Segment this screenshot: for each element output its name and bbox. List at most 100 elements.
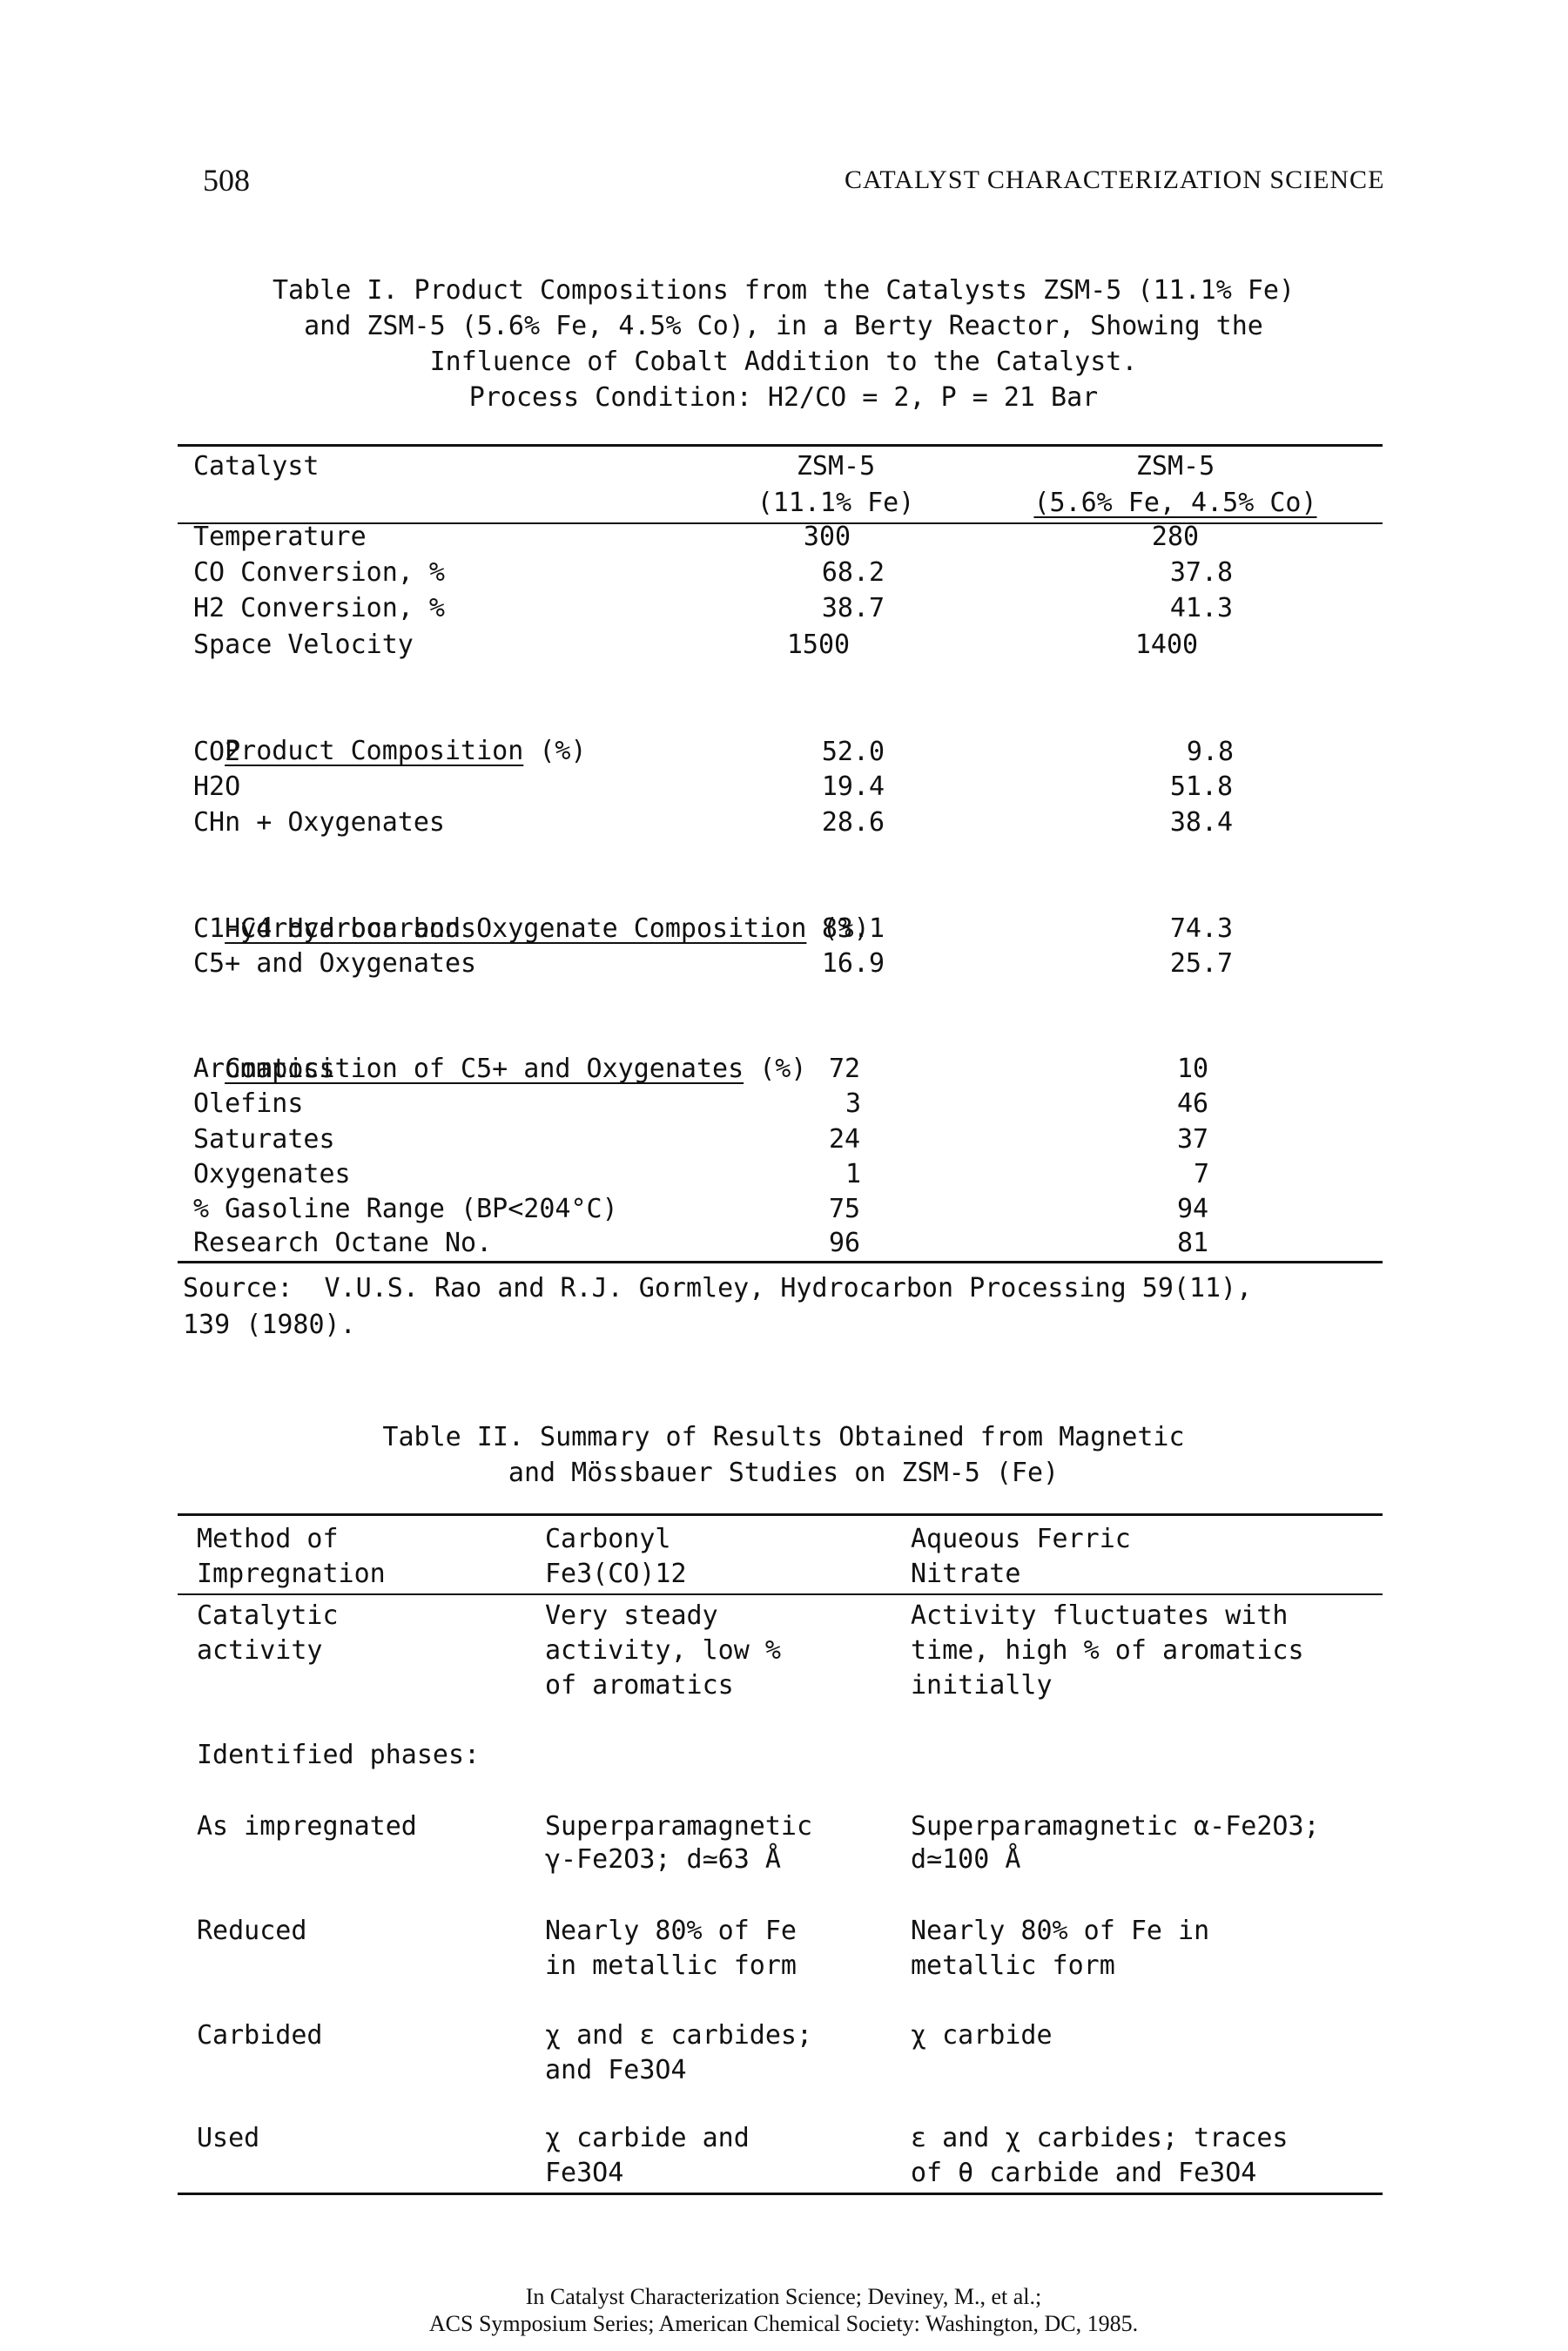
section-heading-hydrocarbon: Hydrocarbon and Oxygenate Composition (%… bbox=[193, 877, 870, 946]
nitrate-cell: of θ carbide and Fe3O4 bbox=[911, 2158, 1257, 2188]
carbonyl-cell: Superparamagnetic bbox=[545, 1811, 813, 1842]
citation-line: In Catalyst Characterization Science; De… bbox=[525, 2284, 1042, 2309]
table1-source-line: Source: V.U.S. Rao and R.J. Gormley, Hyd… bbox=[183, 1273, 1253, 1303]
row-value-feco: 74.3 bbox=[1169, 913, 1234, 944]
row-value-fe: 96 bbox=[828, 1228, 861, 1258]
nitrate-cell: Superparamagnetic α-Fe2O3; bbox=[911, 1811, 1320, 1842]
row-value-fe: 16.9 bbox=[821, 948, 885, 979]
nitrate-cell: χ carbide bbox=[911, 2020, 1053, 2051]
table1-top-rule bbox=[178, 444, 1383, 447]
table2-header-rule bbox=[178, 1593, 1383, 1595]
table2-caption-line: Table II. Summary of Results Obtained fr… bbox=[382, 1422, 1185, 1452]
table1-caption-line: Influence of Cobalt Addition to the Cata… bbox=[429, 347, 1138, 377]
row-label: H2O bbox=[193, 771, 241, 802]
row-value-fe: 28.6 bbox=[821, 807, 885, 838]
section-unit: (%) bbox=[759, 1054, 807, 1084]
row-value-fe: 68.2 bbox=[821, 557, 885, 588]
row-value-feco: 81 bbox=[1176, 1228, 1209, 1258]
row-label: Temperature bbox=[193, 522, 367, 552]
row-value-feco: 37 bbox=[1176, 1124, 1209, 1155]
nitrate-cell: Nearly 80% of Fe in bbox=[911, 1916, 1210, 1946]
running-title: CATALYST CHARACTERIZATION SCIENCE bbox=[845, 165, 1385, 194]
row-label: Catalytic bbox=[197, 1600, 339, 1631]
row-value-fe: 1500 bbox=[786, 630, 851, 660]
row-label: Space Velocity bbox=[193, 630, 414, 660]
section-unit: (%) bbox=[539, 736, 587, 766]
carbonyl-cell: Very steady bbox=[545, 1600, 718, 1631]
row-label: CO Conversion, % bbox=[193, 557, 445, 588]
table1-col2-header-line2: (5.6% Fe, 4.5% Co) bbox=[1033, 488, 1317, 518]
row-label: Olefins bbox=[193, 1088, 304, 1119]
carbonyl-cell: of aromatics bbox=[545, 1670, 734, 1701]
row-value-feco: 1400 bbox=[1134, 630, 1199, 660]
row-label: activity bbox=[197, 1635, 323, 1666]
row-label: CHn + Oxygenates bbox=[193, 807, 445, 838]
carbonyl-cell: activity, low % bbox=[545, 1635, 781, 1666]
carbonyl-cell: χ carbide and bbox=[545, 2123, 750, 2153]
row-value-fe: 19.4 bbox=[821, 771, 885, 802]
row-value-feco: 280 bbox=[1151, 522, 1200, 552]
table2-caption-line: and Mössbauer Studies on ZSM-5 (Fe) bbox=[508, 1458, 1060, 1488]
row-value-fe: 75 bbox=[828, 1194, 861, 1224]
row-label: CO2 bbox=[193, 737, 241, 767]
row-label: C1-C4 Hydrocarbons bbox=[193, 913, 477, 944]
carbonyl-cell: χ and ε carbides; bbox=[545, 2020, 813, 2051]
table2-header-col0-line1: Method of bbox=[197, 1524, 339, 1554]
table1-header-rule bbox=[178, 522, 1383, 524]
row-value-fe: 24 bbox=[828, 1124, 861, 1155]
row-value-feco: 94 bbox=[1176, 1194, 1209, 1224]
carbonyl-cell: Nearly 80% of Fe bbox=[545, 1916, 797, 1946]
row-label: Carbided bbox=[197, 2020, 323, 2051]
table1-source-line: 139 (1980). bbox=[183, 1310, 356, 1340]
row-label: C5+ and Oxygenates bbox=[193, 948, 477, 979]
section-title: Composition of C5+ and Oxygenates bbox=[225, 1054, 744, 1084]
row-label: Oxygenates bbox=[193, 1159, 351, 1189]
nitrate-cell: time, high % of aromatics bbox=[911, 1635, 1304, 1666]
nitrate-cell: d≃100 Å bbox=[911, 1844, 1021, 1875]
row-value-feco: 7 bbox=[1193, 1159, 1210, 1189]
row-value-fe: 1 bbox=[845, 1159, 862, 1189]
nitrate-cell: Activity fluctuates with bbox=[911, 1600, 1289, 1631]
row-value-fe: 52.0 bbox=[821, 737, 885, 767]
row-value-fe: 300 bbox=[803, 522, 851, 552]
row-value-feco: 38.4 bbox=[1169, 807, 1234, 838]
section-title: Hydrocarbon and Oxygenate Composition bbox=[225, 913, 807, 944]
row-value-feco: 46 bbox=[1176, 1088, 1209, 1119]
section-unit: (%) bbox=[822, 913, 870, 944]
table2-caption: Table II. Summary of Results Obtained fr… bbox=[174, 1419, 1393, 1491]
table1-col1-header-line1: ZSM-5 bbox=[796, 451, 876, 482]
table1-caption: Table I. Product Compositions from the C… bbox=[174, 273, 1393, 415]
citation-footer: In Catalyst Characterization Science; De… bbox=[174, 2283, 1393, 2337]
carbonyl-cell: Fe3O4 bbox=[545, 2158, 624, 2188]
row-label: Research Octane No. bbox=[193, 1228, 493, 1258]
row-label: % Gasoline Range (BP<204°C) bbox=[193, 1194, 618, 1224]
nitrate-cell: metallic form bbox=[911, 1950, 1115, 1981]
table1-catalyst-header: Catalyst bbox=[193, 451, 320, 482]
row-value-fe: 72 bbox=[828, 1054, 861, 1084]
citation-line: ACS Symposium Series; American Chemical … bbox=[428, 2311, 1139, 2336]
row-label: Used bbox=[197, 2123, 260, 2153]
row-value-feco: 25.7 bbox=[1169, 948, 1234, 979]
section-heading-product: Product Composition (%) bbox=[193, 699, 587, 769]
nitrate-cell: ε and χ carbides; traces bbox=[911, 2123, 1289, 2153]
row-label: Saturates bbox=[193, 1124, 335, 1155]
table1-caption-line: Table I. Product Compositions from the C… bbox=[273, 275, 1295, 306]
row-value-feco: 10 bbox=[1176, 1054, 1209, 1084]
table1-bottom-rule bbox=[178, 1261, 1383, 1263]
row-label: Reduced bbox=[197, 1916, 307, 1946]
table1-caption-line: Process Condition: H2/CO = 2, P = 21 Bar bbox=[468, 382, 1099, 413]
row-value-fe: 83.1 bbox=[821, 913, 885, 944]
table2-header-col2-line1: Aqueous Ferric bbox=[911, 1524, 1131, 1554]
row-value-feco: 51.8 bbox=[1169, 771, 1234, 802]
identified-phases-heading: Identified phases: bbox=[197, 1740, 481, 1770]
table2-bottom-rule bbox=[178, 2193, 1383, 2195]
row-value-fe: 3 bbox=[845, 1088, 862, 1119]
row-label: H2 Conversion, % bbox=[193, 593, 445, 623]
table2-header-col0-line2: Impregnation bbox=[197, 1559, 386, 1589]
row-value-feco: 37.8 bbox=[1169, 557, 1234, 588]
table2-header-col1-line2: Fe3(CO)12 bbox=[545, 1559, 687, 1589]
table2-header-col2-line2: Nitrate bbox=[911, 1559, 1021, 1589]
row-value-fe: 38.7 bbox=[821, 593, 885, 623]
carbonyl-cell: and Fe3O4 bbox=[545, 2055, 687, 2085]
row-label: Aromatics bbox=[193, 1054, 335, 1084]
